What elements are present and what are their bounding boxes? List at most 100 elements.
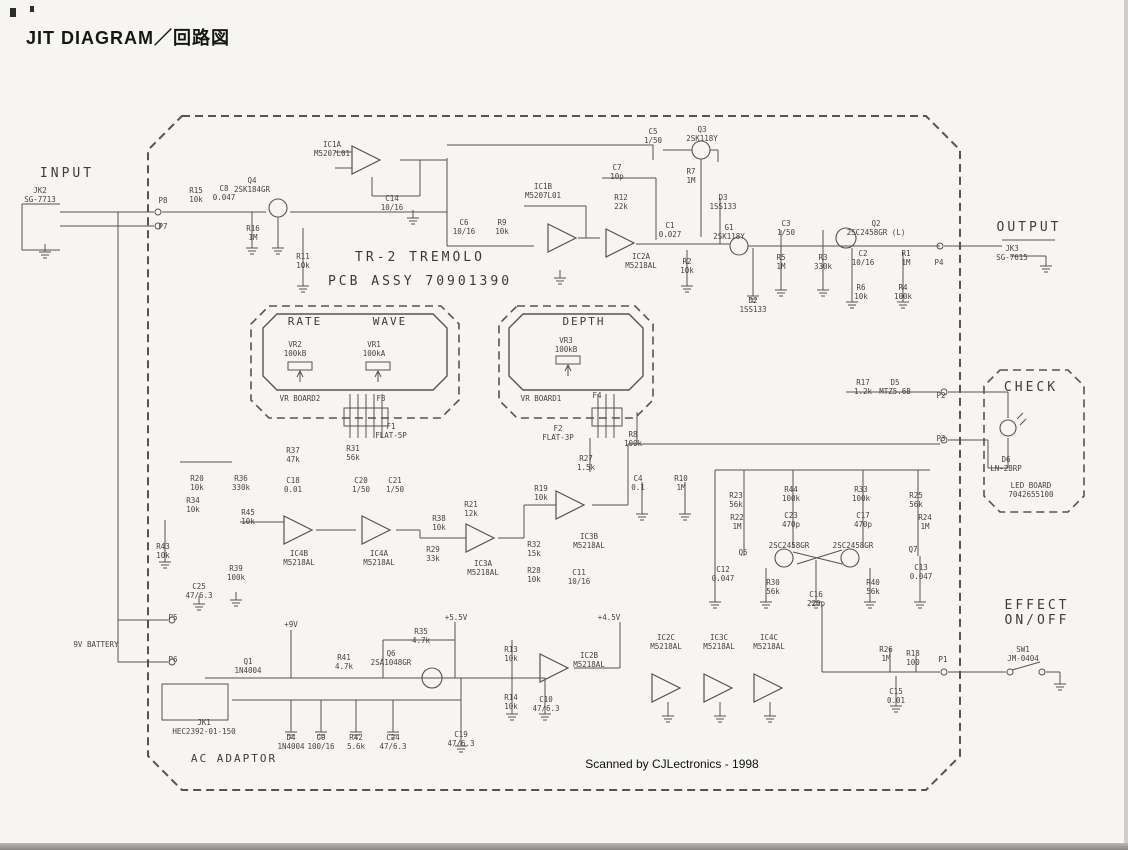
component-label: +5.5V <box>444 613 468 622</box>
component-label: R44 100k <box>781 485 801 503</box>
led-board-label: LED BOARD 7042655100 <box>1008 481 1054 499</box>
component-label: C21 1/50 <box>385 476 405 494</box>
wire <box>796 549 843 565</box>
ground-symbol <box>554 270 566 285</box>
connector-outline <box>591 407 623 427</box>
led-arrows <box>1016 412 1027 426</box>
potentiometer-symbol <box>555 355 581 365</box>
component-label: P4 <box>934 258 944 267</box>
component-label: P1 <box>938 655 948 664</box>
component-label: R9 10k <box>495 218 509 236</box>
potentiometer-symbol <box>287 361 313 371</box>
component-label: F2 FLAT-3P <box>542 424 574 442</box>
opamp-symbol <box>651 673 682 703</box>
component-label: R5 1M <box>776 253 786 271</box>
ground-symbol <box>914 594 926 609</box>
connection-node <box>154 208 162 216</box>
component-label: G1 2SK118Y <box>713 223 745 241</box>
component-label: C16 220p <box>806 590 826 608</box>
component-label: C18 0.01 <box>283 476 303 494</box>
ground-symbol <box>714 708 726 723</box>
ground-symbol <box>681 278 693 293</box>
ground-symbol <box>407 210 419 225</box>
component-label: R24 1M <box>918 513 932 531</box>
component-label: IC2C M5218AL <box>650 633 682 651</box>
component-label: R28 10k <box>527 566 541 584</box>
opamp-symbol <box>605 228 636 258</box>
component-label: IC3A M5218AL <box>467 559 499 577</box>
component-label: R40 56k <box>866 578 880 596</box>
component-label: C5 1/50 <box>643 127 663 145</box>
jack-jk1-label: JK1 HEC2392-01-150 <box>172 718 236 736</box>
component-label: C7 10p <box>610 163 624 181</box>
component-label: P6 <box>168 655 178 664</box>
depth-label: DEPTH <box>562 315 606 328</box>
opamp-symbol <box>351 145 382 175</box>
ground-symbol <box>230 592 242 607</box>
component-label: R18 100 <box>906 649 920 667</box>
ground-symbol <box>864 594 876 609</box>
vr-board2-label: VR BOARD2 <box>279 394 321 403</box>
component-label: Q6 2SA1048GR <box>370 649 412 667</box>
connector-outline <box>343 407 389 427</box>
wire <box>1011 661 1041 671</box>
transistor-symbol <box>840 548 860 568</box>
component-label: C13 0.047 <box>909 563 933 581</box>
component-label: VR3 100kB <box>554 336 578 354</box>
opamp-symbol <box>465 523 496 553</box>
component-label: C14 10/16 <box>380 194 404 212</box>
component-label: Q7 <box>908 545 918 554</box>
pot-wiper-arrow <box>296 369 304 382</box>
check-label: CHECK <box>1003 380 1059 395</box>
ground-symbol <box>897 294 909 309</box>
component-label: R30 56k <box>766 578 780 596</box>
potentiometer-symbol <box>365 361 391 371</box>
vr-board1-label: VR BOARD1 <box>520 394 562 403</box>
component-label: P8 <box>158 196 168 205</box>
component-label: IC2A M5218AL <box>625 252 657 270</box>
component-label: C4 0.1 <box>631 474 645 492</box>
opamp-symbol <box>703 673 734 703</box>
transistor-symbol <box>835 227 857 249</box>
jack-jk2-label: JK2 SG-7713 <box>24 186 56 204</box>
component-label: C10 47/6.3 <box>532 695 560 713</box>
ground-symbol <box>662 708 674 723</box>
ground-symbol <box>709 594 721 609</box>
component-label: 2SC2458GR <box>768 541 810 550</box>
component-label: C12 0.047 <box>711 565 735 583</box>
scan-watermark: Scanned by CJLectronics - 1998 <box>585 757 759 771</box>
rate-wave-panel <box>262 313 448 391</box>
check-board-outline <box>983 369 1085 513</box>
component-label: R22 1M <box>730 513 744 531</box>
component-label: R42 5.6k <box>346 733 366 751</box>
ground-symbol <box>193 596 205 611</box>
component-label: R14 10k <box>504 693 518 711</box>
transistor-symbol <box>421 667 443 689</box>
component-label: R17 1.2k <box>853 378 873 396</box>
component-label: D3 1SS133 <box>709 193 737 211</box>
ground-symbol <box>315 724 327 739</box>
opamp-symbol <box>547 223 578 253</box>
ground-symbol <box>636 506 648 521</box>
transistor-symbol <box>729 236 749 256</box>
component-label: R26 1M <box>879 645 893 663</box>
page-edge <box>0 843 1128 850</box>
ground-symbol <box>775 282 787 297</box>
rate-wave-board-outline <box>250 305 460 419</box>
component-label: R21 12k <box>464 500 478 518</box>
input-label: INPUT <box>39 166 95 181</box>
component-label: SW1 JM-0404 <box>1007 645 1039 663</box>
component-label: C6 10/16 <box>452 218 476 236</box>
component-label: R2 10k <box>680 257 694 275</box>
transistor-symbol <box>774 548 794 568</box>
component-label: R37 47k <box>286 446 300 464</box>
pot-wiper-arrow <box>374 369 382 382</box>
ground-symbol <box>764 708 776 723</box>
ground-symbol <box>846 294 858 309</box>
ground-symbol <box>679 506 691 521</box>
scan-artifact <box>10 8 16 17</box>
component-label: C3 1/50 <box>776 219 796 237</box>
component-label: IC4B M5218AL <box>283 549 315 567</box>
component-label: P5 <box>168 613 178 622</box>
ground-symbol <box>272 240 284 255</box>
